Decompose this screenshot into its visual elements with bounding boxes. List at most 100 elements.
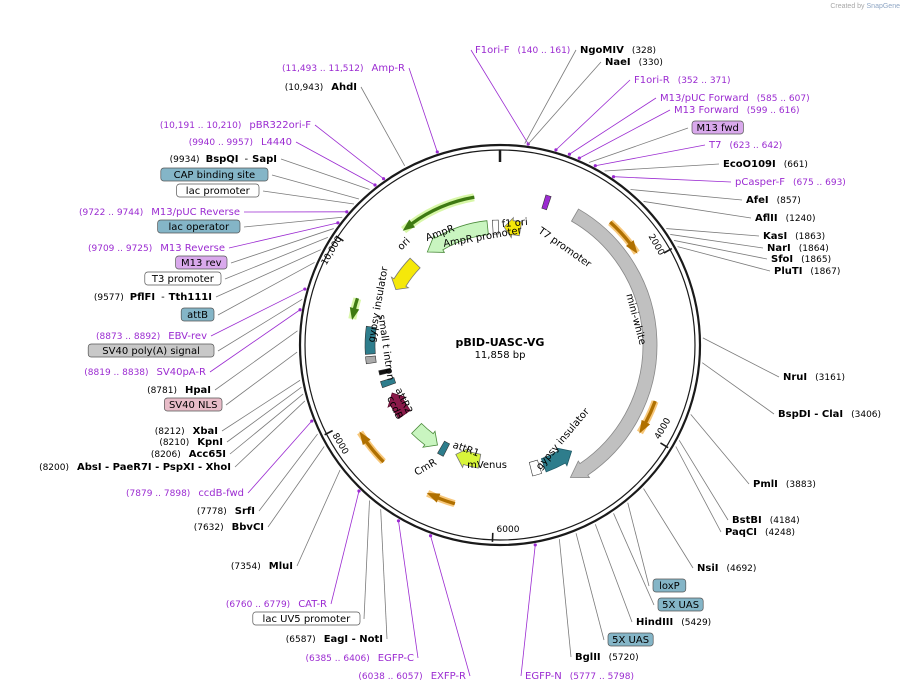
plasmid-backbone: [298, 143, 702, 547]
leader-5x-uas: [613, 513, 655, 606]
leader-sfoi: [673, 240, 768, 260]
label-text: SV40 poly(A) signal: [102, 346, 200, 357]
label-text: lac UV5 promoter: [263, 614, 352, 625]
label-ahdi: (10,943) AhdI: [285, 82, 357, 93]
label-box: [144, 271, 222, 286]
leader-bglii: [558, 539, 572, 658]
leader-bbvci: [267, 446, 325, 528]
leader-lac-operator: [243, 216, 343, 228]
site-position: (10,943): [285, 83, 324, 93]
primer-range: (5777 .. 5798): [570, 672, 634, 682]
label-nsii: NsiI(4692): [697, 563, 756, 574]
label-f1ori-r: F1ori-R(352 .. 371): [634, 75, 731, 86]
site-position: (8206): [151, 450, 181, 460]
label-text: (8212)XbaI: [155, 426, 218, 437]
site-name: AhdI: [331, 82, 357, 93]
leader-mlui: [296, 469, 341, 567]
label-box: [691, 120, 744, 135]
site-name: AfeI: [746, 195, 769, 206]
label-lac-promoter: lac promoter: [176, 183, 260, 198]
label-box: [160, 167, 269, 182]
label-text: (8781)HpaI: [147, 385, 211, 396]
label-text: (9577)PflFI-Tth111I: [94, 292, 212, 303]
site-position: (4184): [770, 516, 800, 526]
primer-name: CAT-R: [298, 599, 327, 610]
label-text: KasI(1863): [763, 231, 825, 242]
feature-orange-right-2: [639, 400, 657, 434]
leader-cat-r: [330, 490, 360, 605]
label-text: lac operator: [169, 222, 230, 233]
leader-pmli: [690, 414, 750, 485]
tick-mark: [324, 429, 334, 436]
label-box: [252, 611, 361, 626]
label-text: SV40 NLS: [169, 400, 218, 411]
primer-dot: [381, 177, 386, 181]
leader-loxp: [627, 502, 650, 587]
site-position: (5720): [609, 653, 639, 663]
site-name: NsiI: [697, 563, 718, 574]
site-position: (8781): [147, 386, 177, 396]
feature-mvenus: [455, 447, 482, 469]
primer-name: pCasper-F: [735, 177, 785, 188]
label-hpai: (8781)HpaI: [147, 385, 211, 396]
label-text: (6587) EagI - NotI: [286, 634, 383, 645]
leader-kpni: [226, 386, 302, 443]
label-ebv-rev: (8873 .. 8892)EBV-rev: [96, 331, 207, 342]
label-ngomiv: NgoMIV(328): [580, 45, 656, 56]
primer-dot: [428, 534, 433, 538]
leader-m13-forward: [579, 109, 671, 159]
primer-dot: [533, 543, 537, 547]
primer-range: (6385 .. 6406): [305, 654, 369, 664]
primer-name: F1ori-R: [634, 75, 670, 86]
center-title: pBID-UASC-VG 11,858 bp: [456, 336, 545, 361]
site-name: EagI - NotI: [324, 634, 383, 645]
site-position: (3406): [851, 410, 881, 420]
label-sv40-nls: SV40 NLS: [164, 397, 223, 412]
primer-name: M13 Reverse: [160, 243, 225, 254]
leader-amp-r: [408, 67, 438, 153]
plasmid-length: 11,858 bp: [475, 350, 526, 361]
label-box: [176, 183, 260, 198]
primer-range: (10,191 .. 10,210): [160, 121, 241, 131]
primer-name: M13 Forward: [674, 105, 739, 116]
leader-absi-paer7i-pspxi-xhoi: [234, 400, 306, 468]
label-text: NgoMIV(328): [580, 45, 656, 56]
label-text: EcoO109I(661): [723, 159, 808, 170]
dash: -: [161, 292, 165, 303]
site-position: (8212): [155, 427, 185, 437]
site-position: (6587): [286, 635, 316, 645]
label-m13-puc-forward: M13/pUC Forward(585 .. 607): [660, 93, 810, 104]
label-paqci: PaqCI(4248): [725, 527, 795, 538]
leader-attb: [217, 262, 315, 316]
leader-pluti: [677, 246, 771, 272]
primer-dot: [577, 156, 581, 160]
primer-range: (6038 .. 6057): [358, 672, 422, 682]
label-m13-fwd: M13 fwd: [691, 120, 744, 135]
leader-f1ori-r: [555, 79, 631, 151]
site-position: (8210): [159, 438, 189, 448]
feature-label-f1-ori: f1 ori: [501, 217, 528, 230]
label-bbvci: (7632)BbvCI: [194, 522, 264, 533]
feature-attr1: [437, 440, 451, 457]
site-name: KpnI: [197, 437, 223, 448]
label-lac-operator: lac operator: [157, 219, 241, 234]
label-acc65i: (8206)Acc65I: [151, 449, 226, 460]
label-text: 5X UAS: [612, 635, 649, 646]
primer-name: EBV-rev: [168, 331, 207, 342]
primer-dot: [567, 152, 572, 156]
primer-dot: [435, 150, 439, 154]
leader-ccdb-fwd: [247, 420, 313, 494]
label-text: PmlI(3883): [753, 479, 816, 490]
label-lac-uv5-promoter: lac UV5 promoter: [252, 611, 361, 626]
site-position: (661): [784, 160, 808, 170]
site-name: BstBI: [732, 515, 762, 526]
leader-ebv-rev: [210, 288, 306, 337]
leader-hpai: [214, 330, 298, 391]
label-text: F1ori-F(140 .. 161): [475, 45, 570, 56]
leader-ngomiv: [524, 49, 577, 144]
site-position: (1867): [810, 267, 840, 277]
feature-ampr: [426, 220, 489, 253]
feature-f1-ori: [503, 216, 523, 239]
